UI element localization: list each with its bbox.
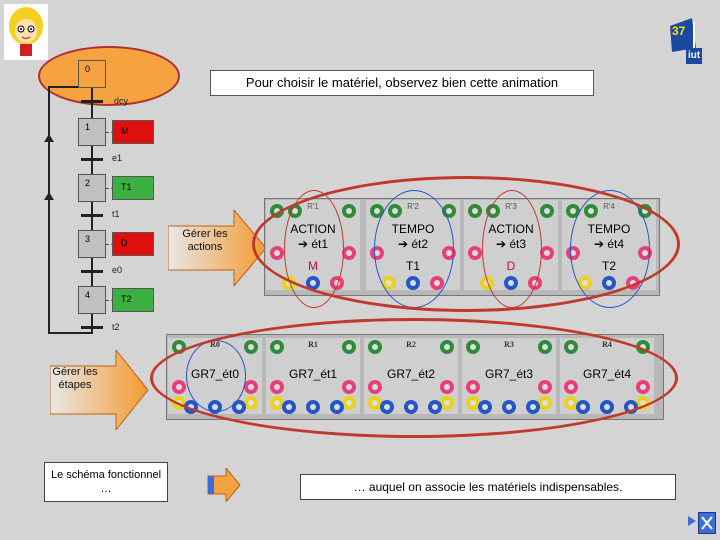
schema-label-box: Le schéma fonctionnel … [44, 462, 168, 502]
action-link [106, 244, 114, 245]
action-link [106, 188, 114, 189]
transition-label: dcy [114, 96, 129, 106]
step-2-action: T1 [112, 176, 154, 200]
transition-mark [81, 326, 103, 329]
action-label: T1 [121, 182, 132, 192]
page-number: 37 [672, 24, 686, 38]
mascot-icon [4, 4, 48, 60]
manage-steps-label: Gérer les étapes [52, 366, 98, 391]
action-link [106, 300, 114, 301]
action-label: M [121, 126, 129, 136]
grafcet-main-line [91, 86, 93, 332]
step-highlight-ellipse [150, 318, 678, 438]
grafcet-return-line [48, 86, 50, 334]
step-3-action: D [112, 232, 154, 256]
manage-steps-arrow-icon [50, 350, 149, 430]
logo-icon: 37 iut [664, 18, 704, 66]
transition-label: t2 [112, 322, 120, 332]
grafcet-step-0: 0 [78, 60, 106, 88]
conclusion-text: … auquel on associe les matériels indisp… [353, 480, 623, 494]
instruction-text: Pour choisir le matériel, observez bien … [245, 75, 559, 90]
step-number: 1 [85, 122, 91, 132]
next-icon[interactable] [688, 516, 696, 526]
grafcet-step-1: 1 [78, 118, 106, 146]
action-label: T2 [121, 294, 132, 304]
highlight-ellipse [38, 46, 180, 106]
step-number: 2 [85, 178, 91, 188]
transition-mark [81, 100, 103, 103]
double-arrow-icon [207, 468, 241, 502]
transition-mark [81, 214, 103, 217]
schema-label: Le schéma fonctionnel … [50, 469, 162, 495]
manage-actions-arrow-icon [168, 210, 267, 286]
action-label: D [121, 238, 128, 248]
step-4-action: T2 [112, 288, 154, 312]
grafcet-step-4: 4 [78, 286, 106, 314]
step-1-action: M [112, 120, 154, 144]
transition-label: e0 [112, 265, 123, 275]
manage-actions-label: Gérer les actions [182, 228, 228, 253]
transition-mark [81, 270, 103, 273]
step-number: 0 [85, 64, 91, 74]
transition-mark [81, 158, 103, 161]
step-number: 4 [85, 290, 91, 300]
transition-label: e1 [112, 153, 123, 163]
step-number: 3 [85, 234, 91, 244]
return-arrow-icon [44, 134, 54, 200]
action-link [106, 132, 114, 133]
grafcet-return-bottom [48, 332, 93, 334]
end-icon[interactable] [698, 512, 716, 534]
conclusion-box: … auquel on associe les matériels indisp… [300, 474, 676, 500]
grafcet-step-3: 3 [78, 230, 106, 258]
grafcet-return-top [48, 86, 88, 88]
relay-highlight-ellipse [252, 176, 680, 312]
instruction-banner: Pour choisir le matériel, observez bien … [210, 70, 594, 96]
grafcet-step-2: 2 [78, 174, 106, 202]
transition-label: t1 [112, 209, 120, 219]
logo-text: iut [688, 50, 701, 61]
